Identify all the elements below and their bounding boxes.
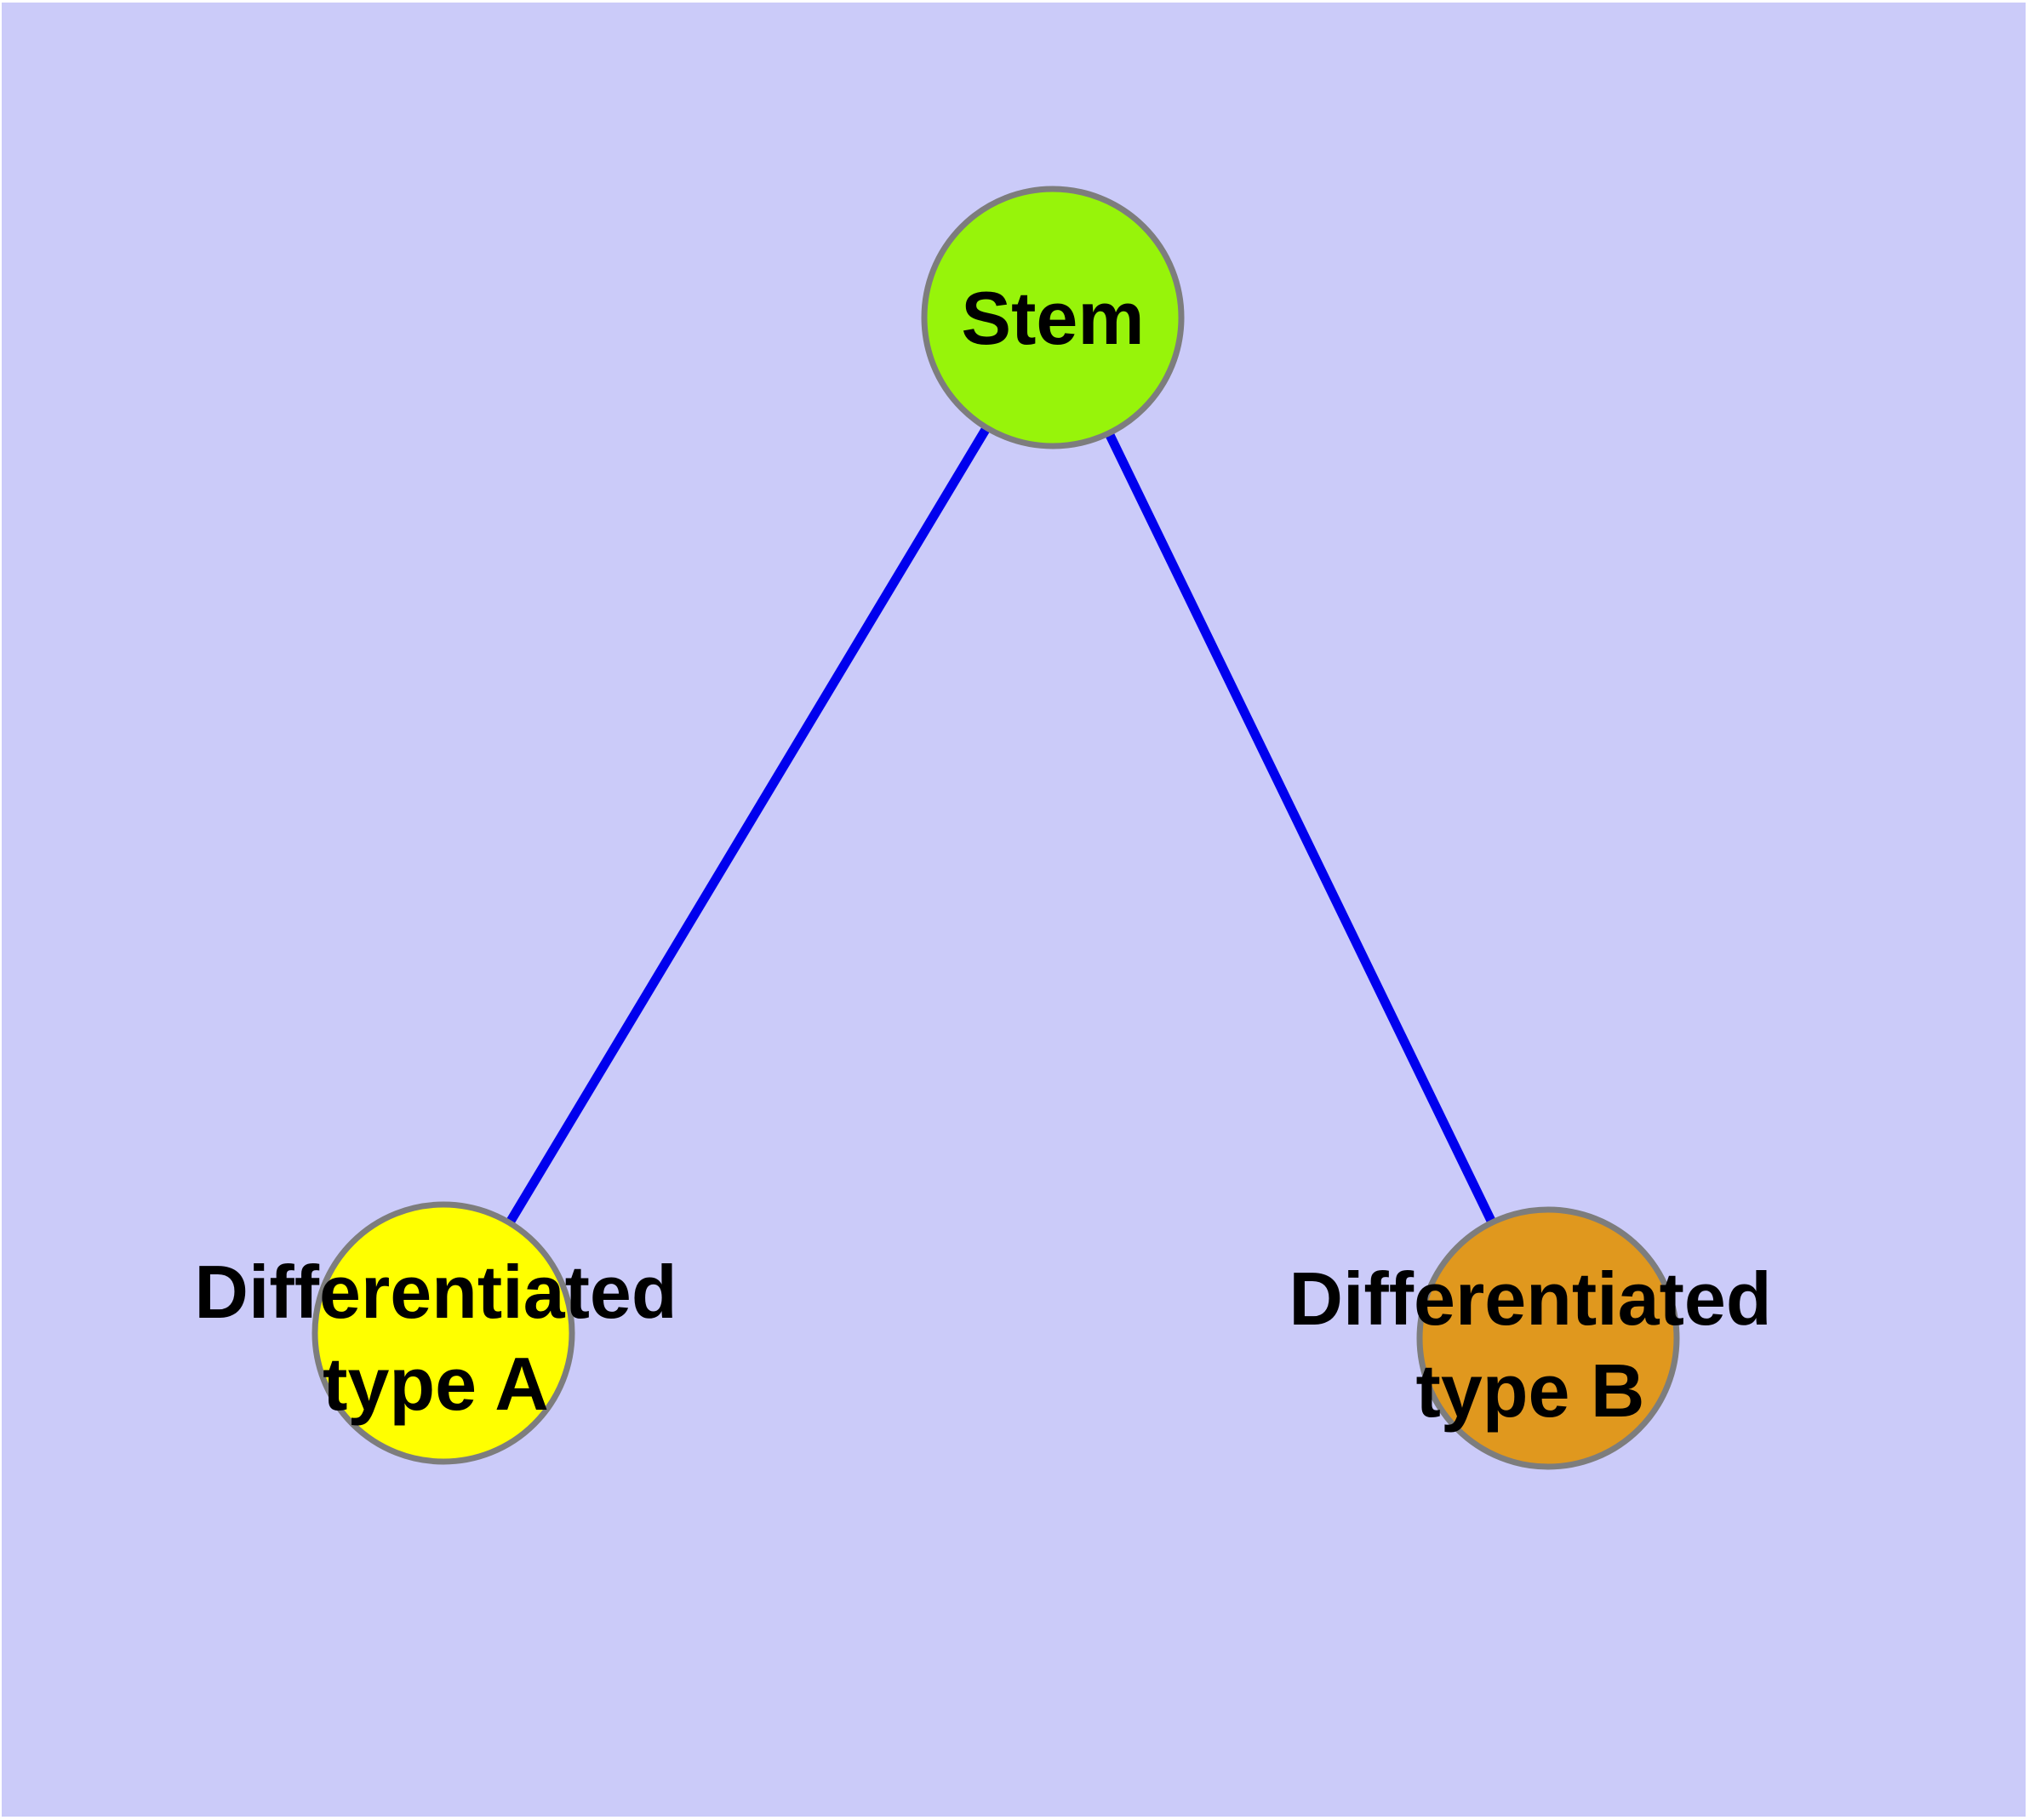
stem-node-label: Stem <box>961 276 1144 360</box>
type-b-node-label-line1: Differentiated <box>1289 1256 1771 1341</box>
type-a-node <box>311 1201 575 1465</box>
edge-group <box>439 315 1552 1341</box>
edge-stem-to-type-b <box>1049 315 1552 1341</box>
node-group <box>311 186 1680 1470</box>
stem-node <box>921 186 1185 449</box>
type-b-node-label-line2: type B <box>1416 1348 1645 1433</box>
type-b-node <box>1416 1206 1680 1470</box>
type-a-node-label-line2: type A <box>323 1342 549 1426</box>
type-a-node-label-line1: Differentiated <box>194 1250 677 1334</box>
edge-stem-to-type-a <box>439 315 1057 1336</box>
label-group: Stem Differentiated type A Differentiate… <box>194 276 1771 1433</box>
